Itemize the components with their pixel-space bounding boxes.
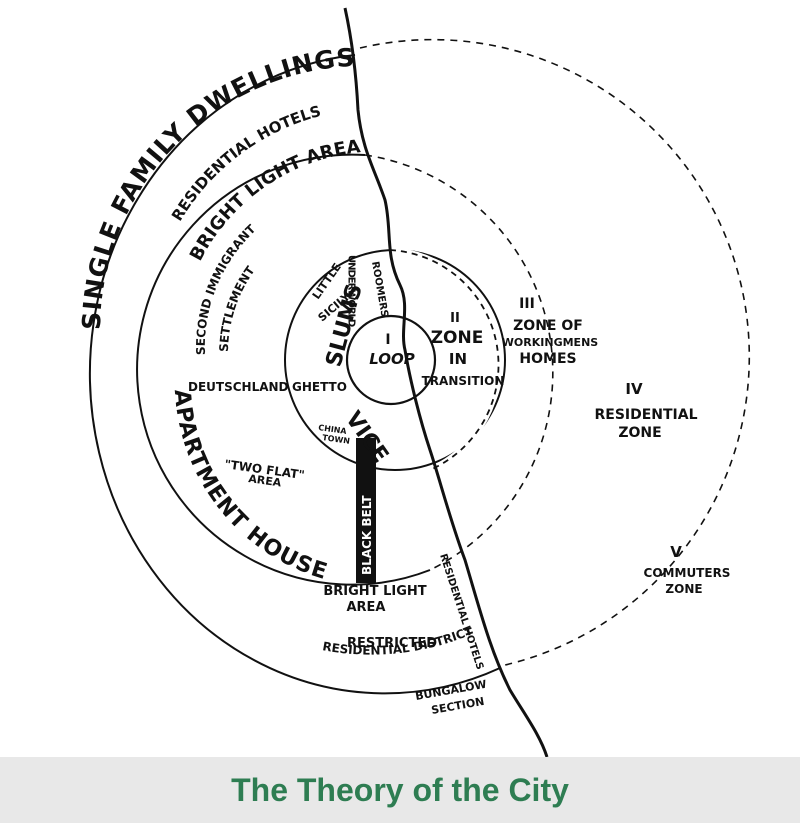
deutschland-label: DEUTSCHLAND xyxy=(188,380,289,394)
ring-residential-dashed xyxy=(359,38,751,666)
town-label: TOWN xyxy=(322,433,351,446)
ring-workingmens-dashed xyxy=(364,154,554,571)
underworld-label: UNDERWORLD xyxy=(346,255,357,327)
zone-workingmens-line2: Workingmens xyxy=(502,336,598,349)
lake-shore-line xyxy=(343,7,549,757)
bright-light-top-label: BRIGHT LIGHT AREA xyxy=(186,136,362,264)
zone-commuters-number: V xyxy=(670,543,682,561)
bright-light-bottom-area-label: AREA xyxy=(346,600,385,615)
black-belt-strip xyxy=(356,438,376,583)
slums-label: SLUMS xyxy=(322,281,368,369)
china-label: CHINA xyxy=(318,423,348,436)
zone-commuters-line2: Zone xyxy=(665,582,702,596)
zone-workingmens-line3: Homes xyxy=(519,351,576,367)
black-belt-label: BLACK BELT xyxy=(360,495,374,575)
zone-loop-label: LOOP xyxy=(369,350,415,368)
zone-residential-number: IV xyxy=(625,380,643,398)
ring-residential-solid xyxy=(88,54,501,695)
ring-transition-dashed-stroke xyxy=(389,249,500,471)
zone-workingmens-line1: Zone of xyxy=(513,318,583,334)
residential-hotels-lake-label: RESIDENTIAL HOTELS xyxy=(437,553,485,672)
ring-loop xyxy=(345,314,437,406)
roomers-label: ROOMERS xyxy=(369,261,390,318)
zone-residential-line2: Zone xyxy=(618,425,661,441)
zone-transition-line1: ZONE xyxy=(431,328,484,348)
bright-light-bottom-label: BRIGHT LIGHT xyxy=(323,584,426,599)
ghetto-label: GHETTO xyxy=(292,380,347,394)
zone-commuters-line1: Commuters xyxy=(644,566,731,580)
zone-loop-number: I xyxy=(385,332,390,348)
restricted-label: RESTRICTED xyxy=(347,636,437,651)
zone-transition-line2: IN xyxy=(449,350,467,368)
concentric-zone-diagram: BLACK BELT SINGLE FAMILY DWELLINGS RESID… xyxy=(0,0,751,757)
caption-bar: The Theory of the City xyxy=(0,757,800,823)
ring-workingmens-solid xyxy=(136,153,431,586)
caption-title: The Theory of the City xyxy=(231,771,569,808)
zone-transition-line3: TRANSITION xyxy=(422,374,505,388)
zone-transition-number: II xyxy=(450,311,460,326)
two-flat-area-label: AREA xyxy=(248,472,283,490)
zone-workingmens-number: III xyxy=(519,296,535,312)
zone-residential-line1: Residential xyxy=(594,407,697,423)
